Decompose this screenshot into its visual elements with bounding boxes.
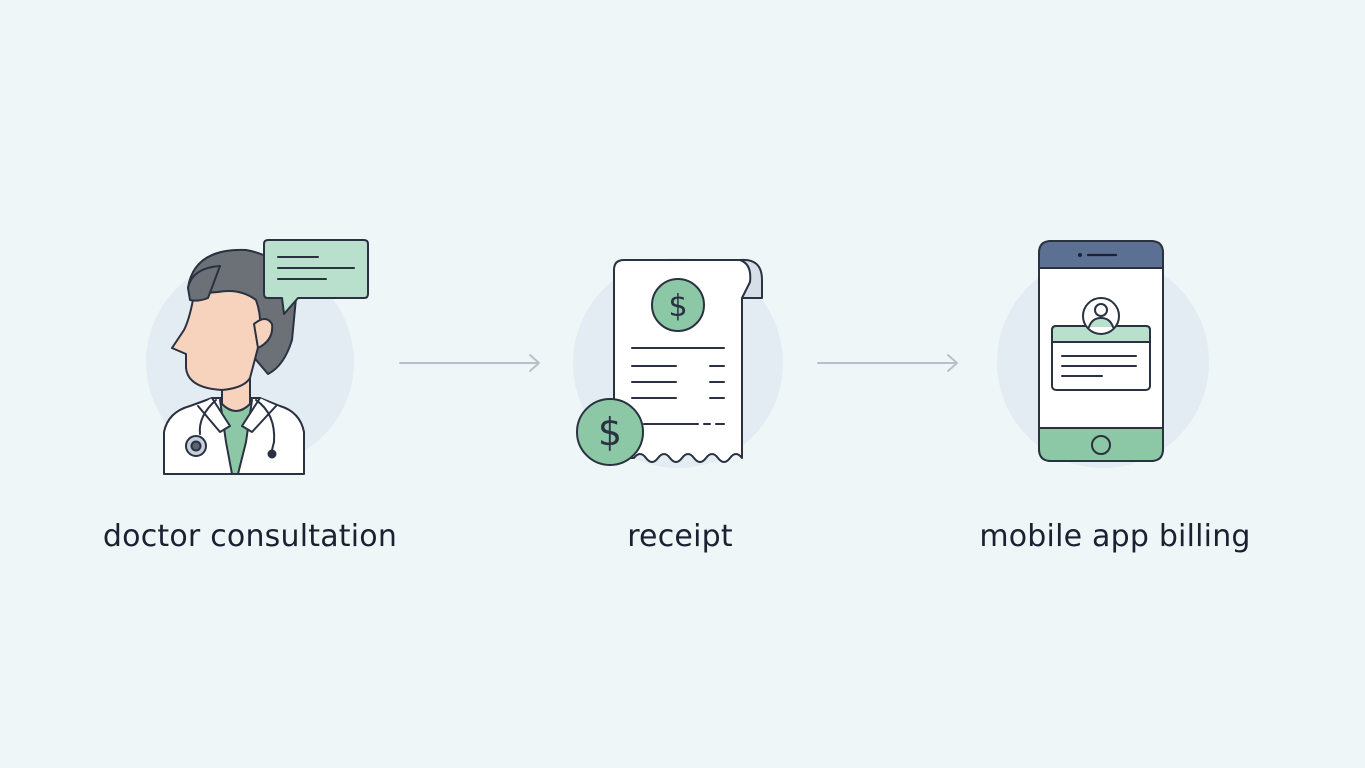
arrow-right-icon (399, 354, 540, 372)
step-label-mobile-app-billing: mobile app billing (979, 519, 1251, 554)
arrow-right-icon (817, 354, 958, 372)
mobile-phone-icon (1038, 240, 1164, 462)
dollar-sign-icon: $ (668, 289, 687, 324)
dollar-coin-icon (576, 398, 644, 466)
dollar-sign-icon: $ (598, 410, 622, 454)
doctor-ear (253, 318, 274, 349)
step-label-doctor-consultation: doctor consultation (102, 519, 398, 554)
receipt-paper (613, 259, 752, 463)
phone-home-button (1091, 435, 1111, 455)
doctor-shirt (219, 399, 253, 475)
receipt-dollar-coin (651, 278, 705, 332)
doctor-face (171, 290, 262, 391)
receipt-icon: $ $ (576, 258, 763, 466)
doctor-icon (163, 239, 369, 475)
step-label-receipt: receipt (627, 519, 733, 554)
speech-bubble-icon (263, 239, 369, 315)
